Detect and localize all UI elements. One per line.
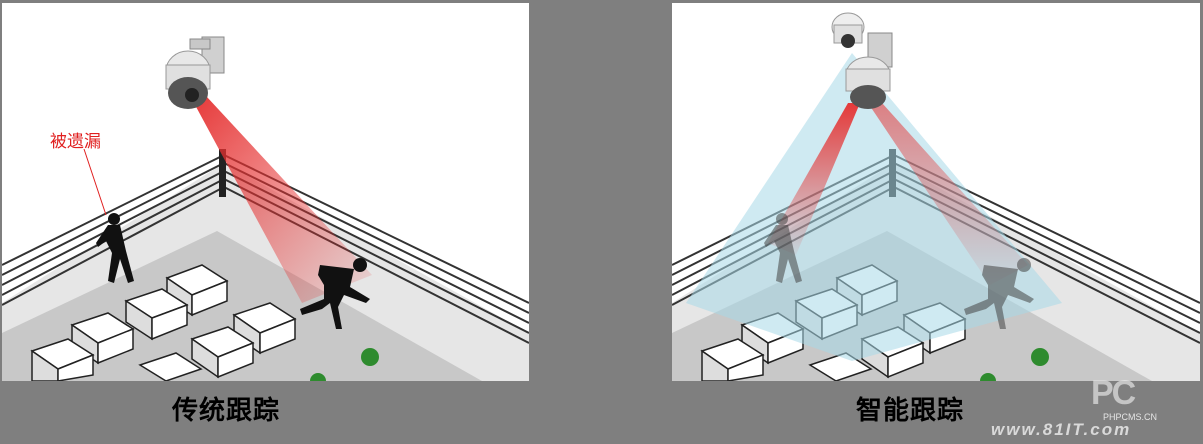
tracked-intruder	[300, 258, 370, 329]
wide-view-cone	[686, 53, 1062, 361]
missed-annotation: 被遗漏	[50, 132, 101, 152]
tree	[361, 348, 379, 366]
tree	[1031, 348, 1049, 366]
camera-beam	[194, 97, 372, 303]
traditional-tracking-illustration	[2, 36, 529, 381]
building	[700, 338, 765, 381]
watermark-logo: PC	[1091, 374, 1136, 412]
tracking-beam-left	[768, 103, 860, 255]
ptz-camera	[165, 36, 225, 109]
building	[124, 288, 189, 341]
tree	[980, 373, 996, 381]
fence-post	[219, 149, 226, 197]
intelligent-tracking-caption: 智能跟踪	[856, 396, 965, 426]
watermark-site-secondary: www.81IT.com	[991, 420, 1132, 439]
annotation-leader-line	[83, 148, 107, 216]
site-watermark: PC PHPCMS.CN www.81IT.com	[991, 374, 1195, 440]
traditional-tracking-caption: 传统跟踪	[172, 396, 281, 426]
tree	[310, 373, 326, 381]
intelligent-tracking-scene	[672, 3, 1200, 381]
traditional-tracking-scene: 被遗漏	[2, 3, 529, 381]
building	[30, 338, 95, 381]
watermark-site: PHPCMS.CN	[1103, 412, 1158, 422]
building	[808, 352, 873, 381]
tracked-intruder-left	[764, 213, 802, 283]
intelligent-tracking-illustration	[672, 12, 1200, 381]
tracked-intruder-right	[964, 258, 1034, 329]
building	[138, 352, 203, 381]
building	[190, 326, 255, 379]
tracking-beam-right	[868, 103, 1028, 285]
panoramic-camera	[831, 12, 893, 109]
buildings	[30, 264, 297, 381]
missed-intruder	[96, 213, 134, 283]
